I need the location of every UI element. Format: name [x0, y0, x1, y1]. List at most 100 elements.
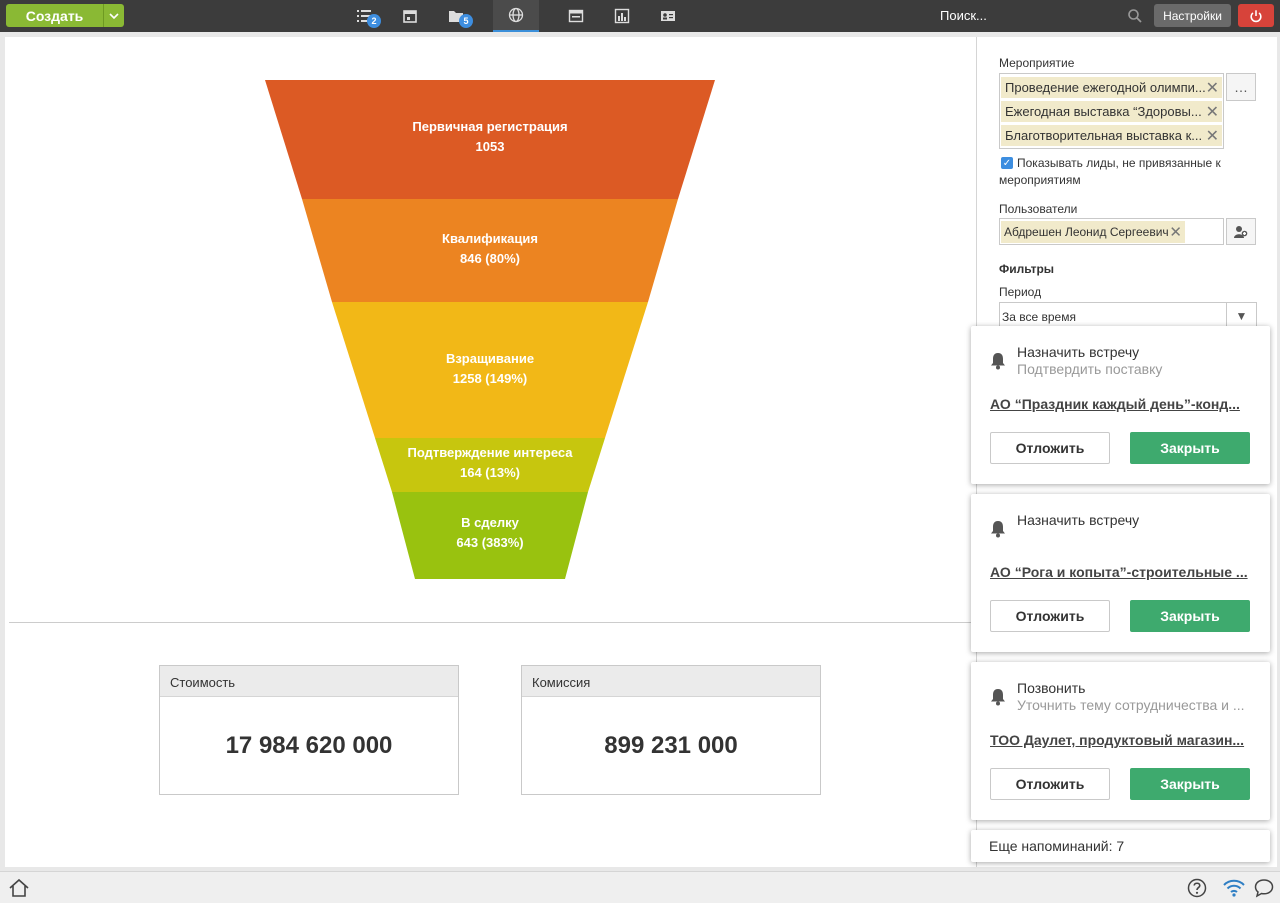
event-chip-label: Проведение ежегодной олимпи... [1005, 80, 1206, 95]
reminder-card: Позвонить Уточнить тему сотрудничества и… [971, 662, 1270, 820]
wifi-icon[interactable] [1222, 878, 1246, 898]
funnel-label-2: Квалификация 846 (80%) [290, 229, 690, 269]
stage-name: В сделку [461, 515, 519, 530]
cost-widget: Стоимость 17 984 620 000 [159, 665, 459, 795]
events-select[interactable]: Проведение ежегодной олимпи... ✕ Ежегодн… [999, 73, 1224, 149]
events-more-button[interactable]: … [1226, 73, 1256, 101]
stage-value: 1053 [475, 139, 505, 154]
power-icon [1250, 9, 1262, 22]
remove-icon[interactable]: ✕ [1205, 104, 1219, 121]
create-dropdown-icon[interactable] [104, 4, 124, 27]
event-chip: Благотворительная выставка к... ✕ [1001, 125, 1222, 146]
reminder-subtitle: Уточнить тему сотрудничества и ... [1017, 697, 1245, 713]
bell-icon [991, 521, 1005, 538]
reminder-title: Назначить встречу [1017, 512, 1140, 528]
nav-contacts-button[interactable] [645, 0, 691, 32]
postpone-button[interactable]: Отложить [990, 432, 1110, 464]
remove-icon[interactable]: ✕ [1205, 80, 1219, 97]
postpone-button[interactable]: Отложить [990, 768, 1110, 800]
nav-tasks-button[interactable]: 2 [341, 0, 387, 32]
home-icon[interactable] [8, 878, 30, 898]
event-chip: Проведение ежегодной олимпи... ✕ [1001, 77, 1222, 98]
globe-icon [508, 7, 524, 23]
funnel-segment-5[interactable] [392, 492, 588, 579]
cost-value: 17 984 620 000 [225, 731, 393, 759]
bell-icon [991, 353, 1005, 370]
period-label: Период [999, 285, 1042, 299]
window-icon [568, 9, 584, 23]
reminder-title: Назначить встречу [1017, 344, 1140, 360]
users-icon [1234, 225, 1248, 238]
event-chip-label: Благотворительная выставка к... [1005, 128, 1203, 143]
list-icon [357, 10, 371, 22]
remove-icon[interactable]: ✕ [1169, 224, 1182, 241]
funnel-chart [265, 80, 715, 579]
stage-value: 643 (383%) [456, 535, 524, 550]
nav-window-button[interactable] [553, 0, 599, 32]
commission-widget: Комиссия 899 231 000 [521, 665, 821, 795]
calendar-icon [403, 10, 417, 23]
period-select[interactable]: За все время ▼ [999, 302, 1257, 329]
funnel-segment-1[interactable] [265, 80, 715, 199]
user-chip-label: Абдрешен Леонид Сергеевич [1004, 225, 1169, 239]
nav-reports-button[interactable] [599, 0, 645, 32]
help-icon[interactable] [1187, 878, 1207, 898]
nav-calendar-button[interactable] [387, 0, 433, 32]
select-users-button[interactable] [1226, 218, 1256, 245]
commission-value: 899 231 000 [604, 731, 738, 759]
user-chip: Абдрешен Леонид Сергеевич ✕ [1001, 221, 1185, 243]
cost-label: Стоимость [160, 666, 458, 697]
nav-documents-button[interactable]: 5 [433, 0, 479, 32]
reminder-card: Назначить встречу АО “Рога и копыта”-стр… [971, 494, 1270, 652]
show-unlinked-checkbox[interactable]: ✓ [1001, 157, 1013, 169]
commission-label: Комиссия [522, 666, 820, 697]
users-label: Пользователи [999, 202, 1078, 216]
create-button[interactable]: Создать [6, 4, 124, 27]
period-value: За все время [1002, 310, 1076, 324]
funnel-label-3: Взращивание 1258 (149%) [290, 349, 690, 389]
reminder-link[interactable]: ТОО Даулет, продуктовый магазин... [990, 732, 1245, 748]
stage-value: 1258 (149%) [452, 371, 528, 386]
chat-icon[interactable] [1254, 878, 1274, 898]
tasks-badge: 2 [367, 14, 381, 28]
close-button[interactable]: Закрыть [1130, 432, 1250, 464]
close-button[interactable]: Закрыть [1130, 768, 1250, 800]
remove-icon[interactable]: ✕ [1205, 128, 1219, 145]
funnel-label-5: В сделку 643 (383%) [290, 513, 690, 553]
create-button-label[interactable]: Создать [6, 4, 104, 27]
users-select[interactable]: Абдрешен Леонид Сергеевич ✕ [999, 218, 1224, 245]
close-button[interactable]: Закрыть [1130, 600, 1250, 632]
stage-name: Взращивание [445, 351, 535, 366]
event-label: Мероприятие [999, 56, 1075, 70]
top-bar: Создать 2 5 Поиск... Настройки [0, 0, 1280, 32]
bottom-bar [0, 871, 1280, 903]
search-icon[interactable] [1127, 8, 1143, 24]
reminder-link[interactable]: АО “Рога и копыта”-строительные ... [990, 564, 1248, 580]
stage-value: 164 (13%) [460, 465, 520, 480]
reminder-link[interactable]: АО “Праздник каждый день”-конд... [990, 396, 1240, 412]
funnel-label-4: Подтверждение интереса 164 (13%) [290, 443, 690, 483]
funnel-segment-3[interactable] [332, 302, 648, 438]
stage-name: Подтверждение интереса [407, 445, 573, 460]
reminder-title: Позвонить [1017, 680, 1086, 696]
funnel-segment-2[interactable] [302, 199, 678, 302]
reminder-subtitle: Подтвердить поставку [1017, 361, 1163, 377]
bar-chart-icon [614, 8, 630, 24]
settings-button[interactable]: Настройки [1154, 4, 1231, 27]
nav-web-button[interactable] [493, 0, 539, 32]
stage-name: Первичная регистрация [412, 119, 568, 134]
show-unlinked-label: Показывать лиды, не привязанные к меропр… [999, 156, 1221, 187]
reminder-card: Назначить встречу Подтвердить поставку А… [971, 326, 1270, 484]
dropdown-arrow-icon[interactable]: ▼ [1226, 303, 1256, 328]
event-chip: Ежегодная выставка “Здоровы... ✕ [1001, 101, 1222, 122]
postpone-button[interactable]: Отложить [990, 600, 1110, 632]
contact-card-icon [661, 11, 675, 21]
divider [9, 622, 975, 623]
funnel-label-1: Первичная регистрация 1053 [290, 117, 690, 157]
funnel-segment-4[interactable] [375, 438, 605, 492]
filters-heading: Фильтры [999, 262, 1055, 276]
search-input[interactable]: Поиск... [940, 8, 987, 23]
logout-button[interactable] [1238, 4, 1274, 27]
more-reminders[interactable]: Еще напоминаний: 7 [971, 830, 1270, 862]
event-chip-label: Ежегодная выставка “Здоровы... [1005, 104, 1202, 119]
